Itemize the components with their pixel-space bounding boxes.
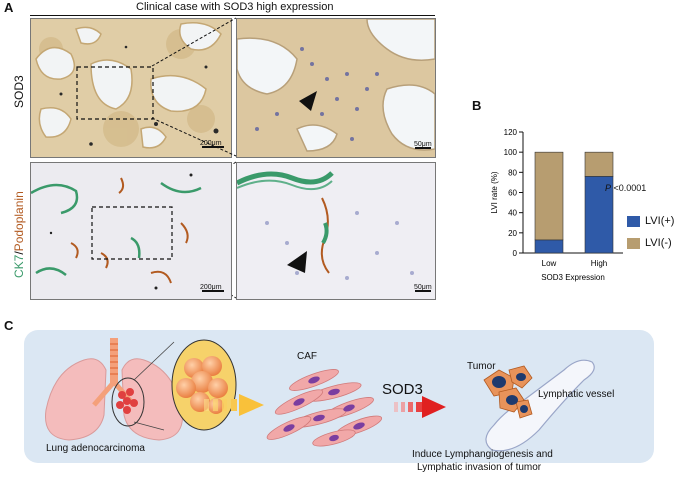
label-caf: CAF [297, 351, 317, 362]
scalebar-top-left [202, 146, 224, 148]
p-value: P <0.0001 [605, 183, 646, 193]
panel-b-letter: B [472, 98, 482, 113]
caf-cells-icon [266, 369, 383, 447]
tumor-cells-icon [483, 365, 533, 419]
label-lymphatic-vessel: Lymphatic vessel [538, 389, 615, 400]
y-tick-label-80: 80 [508, 168, 517, 177]
y-tick-label-120: 120 [504, 128, 518, 137]
y-tick-label-40: 40 [508, 209, 517, 218]
title-rule [30, 15, 435, 16]
mechanism-illustration [44, 338, 595, 452]
scalebar-label-bottom-left: 200μm [200, 284, 222, 291]
scalebar-label-bottom-right: 50μm [414, 284, 432, 291]
p-value-rest: <0.0001 [611, 183, 647, 193]
sod3-highmag-micrograph [236, 18, 436, 158]
label-tumor: Tumor [467, 361, 496, 372]
tumor-magnified-icon [171, 339, 237, 431]
label-sod3: SOD3 [382, 381, 423, 398]
p-value-italic: P [605, 183, 612, 193]
bar-low-series-0 [534, 239, 564, 254]
panel-a-title: Clinical case with SOD3 high expression [136, 1, 334, 13]
panel-a-letter: A [4, 0, 14, 15]
bar-low-series-1 [534, 151, 564, 241]
scalebar-bottom-left [202, 290, 224, 292]
red-arrow-icon [394, 396, 446, 418]
lung-icon [44, 338, 184, 441]
x-tick-label-high: High [591, 259, 607, 268]
legend-label-lvi-pos: LVI(+) [645, 215, 675, 227]
label-lung-adenocarcinoma: Lung adenocarcinoma [46, 443, 145, 454]
scalebar-label-top-right: 50μm [414, 141, 432, 148]
panel-c-letter: C [4, 318, 14, 333]
legend-label-lvi-neg: LVI(-) [645, 237, 672, 249]
lymphatic-vessel-icon [485, 359, 595, 452]
y-tick-label-20: 20 [508, 229, 517, 238]
yellow-arrow-icon [204, 394, 264, 416]
y-tick-label-100: 100 [504, 148, 518, 157]
sod3-lowmag-micrograph [30, 18, 232, 158]
label-induce-line1: Induce Lymphangiogenesis and [412, 449, 553, 460]
scalebar-bottom-right [415, 290, 431, 292]
ck7-podoplanin-lowmag-micrograph [30, 162, 232, 300]
scalebar-label-top-left: 200μm [200, 140, 222, 147]
y-tick-label-0: 0 [513, 249, 518, 258]
legend-swatch-lvi-neg [627, 238, 640, 249]
scalebar-top-right [415, 147, 431, 149]
legend-swatch-lvi-pos [627, 216, 640, 227]
label-induce-line2: Lymphatic invasion of tumor [417, 462, 542, 473]
y-axis-label: LVI rate (%) [490, 171, 499, 213]
ck7-podoplanin-highmag-micrograph [236, 162, 436, 300]
x-axis-label: SOD3 Expression [541, 273, 605, 282]
bar-high-series-0 [584, 176, 614, 254]
bar-high-series-1 [584, 151, 614, 177]
y-tick-label-60: 60 [508, 189, 517, 198]
x-tick-label-low: Low [542, 259, 557, 268]
